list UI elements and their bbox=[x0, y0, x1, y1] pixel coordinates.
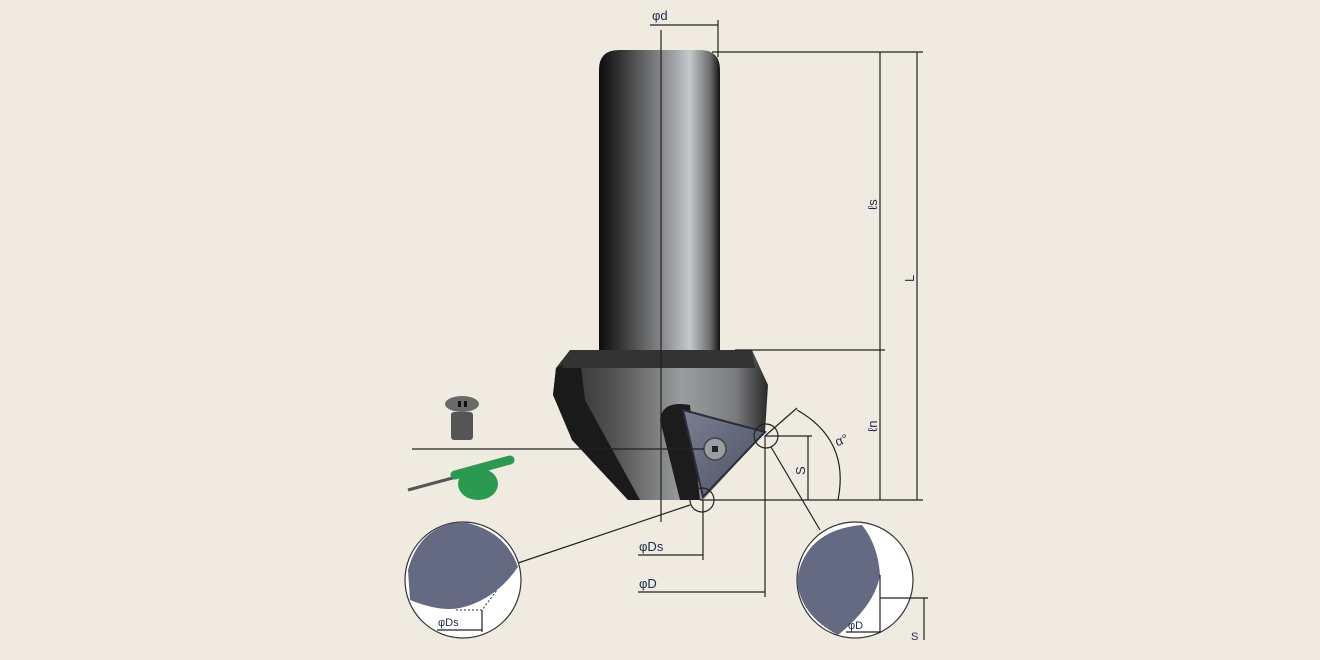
angle-arc bbox=[796, 409, 841, 501]
clamp-screw-icon bbox=[445, 396, 479, 440]
detail-left-label: φDs bbox=[438, 617, 459, 629]
label-angle: α° bbox=[833, 431, 850, 449]
angle-extension-line bbox=[764, 407, 798, 437]
label-step: S bbox=[793, 466, 808, 475]
label-cutting-diameter: φD bbox=[639, 576, 657, 591]
head-band bbox=[562, 350, 755, 368]
head-flute bbox=[553, 358, 640, 500]
detail-marker-d bbox=[753, 423, 779, 449]
label-shank-length: ℓs bbox=[865, 199, 880, 210]
detail-right-diameter-label: φD bbox=[848, 620, 863, 632]
screw-socket bbox=[712, 446, 718, 452]
leader-left bbox=[517, 504, 691, 564]
torx-wrench-icon bbox=[407, 455, 515, 500]
shank bbox=[599, 50, 720, 350]
label-overall-length: L bbox=[902, 275, 917, 282]
label-neck-length: ℓn bbox=[865, 421, 880, 432]
detail-marker-ds bbox=[689, 487, 715, 513]
leader-right bbox=[770, 446, 821, 531]
label-shank-diameter: φd bbox=[652, 8, 668, 23]
label-small-diameter: φDs bbox=[639, 539, 664, 554]
detail-right-step-label: S bbox=[911, 631, 918, 643]
detail-circle-right bbox=[796, 521, 928, 640]
detail-circle-left bbox=[404, 521, 522, 639]
